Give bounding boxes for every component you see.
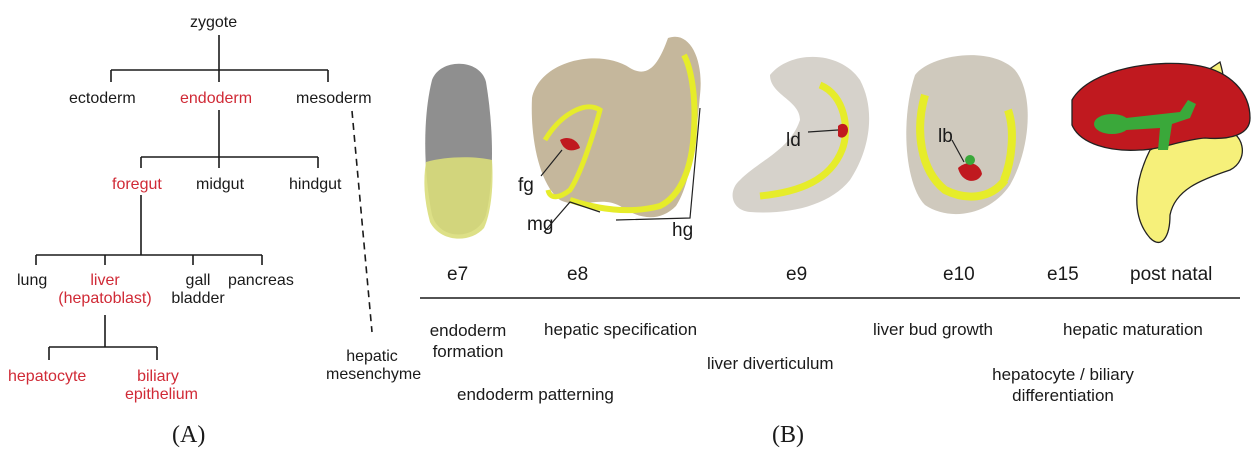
e10-embryo: [906, 55, 1027, 214]
node-liver-line2: (hepatoblast): [55, 290, 155, 308]
node-hepatic-line1: hepatic: [326, 348, 418, 366]
label-mg: mg: [527, 214, 553, 236]
node-hepatic-line2: mesenchyme: [326, 366, 418, 384]
stage-differentiation: hepatocyte / biliary differentiation: [968, 364, 1158, 406]
timepoint-e8: e8: [567, 264, 588, 286]
node-zygote: zygote: [190, 14, 237, 32]
label-fg: fg: [518, 175, 534, 197]
label-hg: hg: [672, 220, 693, 242]
stage-endoderm-formation-line1: endoderm: [416, 320, 520, 341]
node-gall-line2: bladder: [170, 290, 226, 308]
e8-embryo: [532, 37, 701, 218]
timepoint-e10: e10: [943, 264, 975, 286]
node-lung: lung: [17, 272, 47, 290]
node-liver: liver (hepatoblast): [55, 272, 155, 308]
node-biliary-epithelium: biliary epithelium: [125, 368, 191, 404]
timepoint-e15: e15: [1047, 264, 1079, 286]
panel-a-caption: (A): [172, 422, 205, 449]
node-liver-line1: liver: [55, 272, 155, 290]
stage-differentiation-line1: hepatocyte / biliary: [968, 364, 1158, 385]
timepoint-post-natal: post natal: [1130, 264, 1212, 286]
node-ectoderm: ectoderm: [69, 90, 136, 108]
node-gall-line1: gall: [170, 272, 226, 290]
label-ld: ld: [786, 130, 801, 152]
label-lb: lb: [938, 126, 953, 148]
e7-embryo: [424, 64, 492, 239]
stage-endoderm-formation-line2: formation: [416, 341, 520, 362]
node-midgut: midgut: [196, 176, 244, 194]
stage-differentiation-line2: differentiation: [968, 385, 1158, 406]
stage-endoderm-patterning: endoderm patterning: [457, 384, 614, 405]
stage-liver-bud-growth: liver bud growth: [873, 319, 993, 340]
node-hindgut: hindgut: [289, 176, 342, 194]
node-pancreas: pancreas: [228, 272, 294, 290]
postnatal-liver: [1072, 62, 1250, 242]
stage-hepatic-specification: hepatic specification: [544, 319, 697, 340]
stage-liver-diverticulum: liver diverticulum: [707, 353, 834, 374]
stage-hepatic-maturation: hepatic maturation: [1063, 319, 1203, 340]
node-biliary-line1: biliary: [125, 368, 191, 386]
timepoint-e7: e7: [447, 264, 468, 286]
stage-endoderm-formation: endoderm formation: [416, 320, 520, 362]
node-biliary-line2: epithelium: [125, 386, 191, 404]
node-endoderm: endoderm: [180, 90, 252, 108]
node-hepatocyte: hepatocyte: [8, 368, 86, 386]
node-hepatic-mesenchyme: hepatic mesenchyme: [326, 348, 418, 384]
node-gall-bladder: gall bladder: [170, 272, 226, 308]
timepoint-e9: e9: [786, 264, 807, 286]
panel-b-caption: (B): [772, 422, 804, 449]
node-mesoderm: mesoderm: [296, 90, 372, 108]
node-foregut: foregut: [112, 176, 162, 194]
e9-embryo: [733, 57, 870, 213]
